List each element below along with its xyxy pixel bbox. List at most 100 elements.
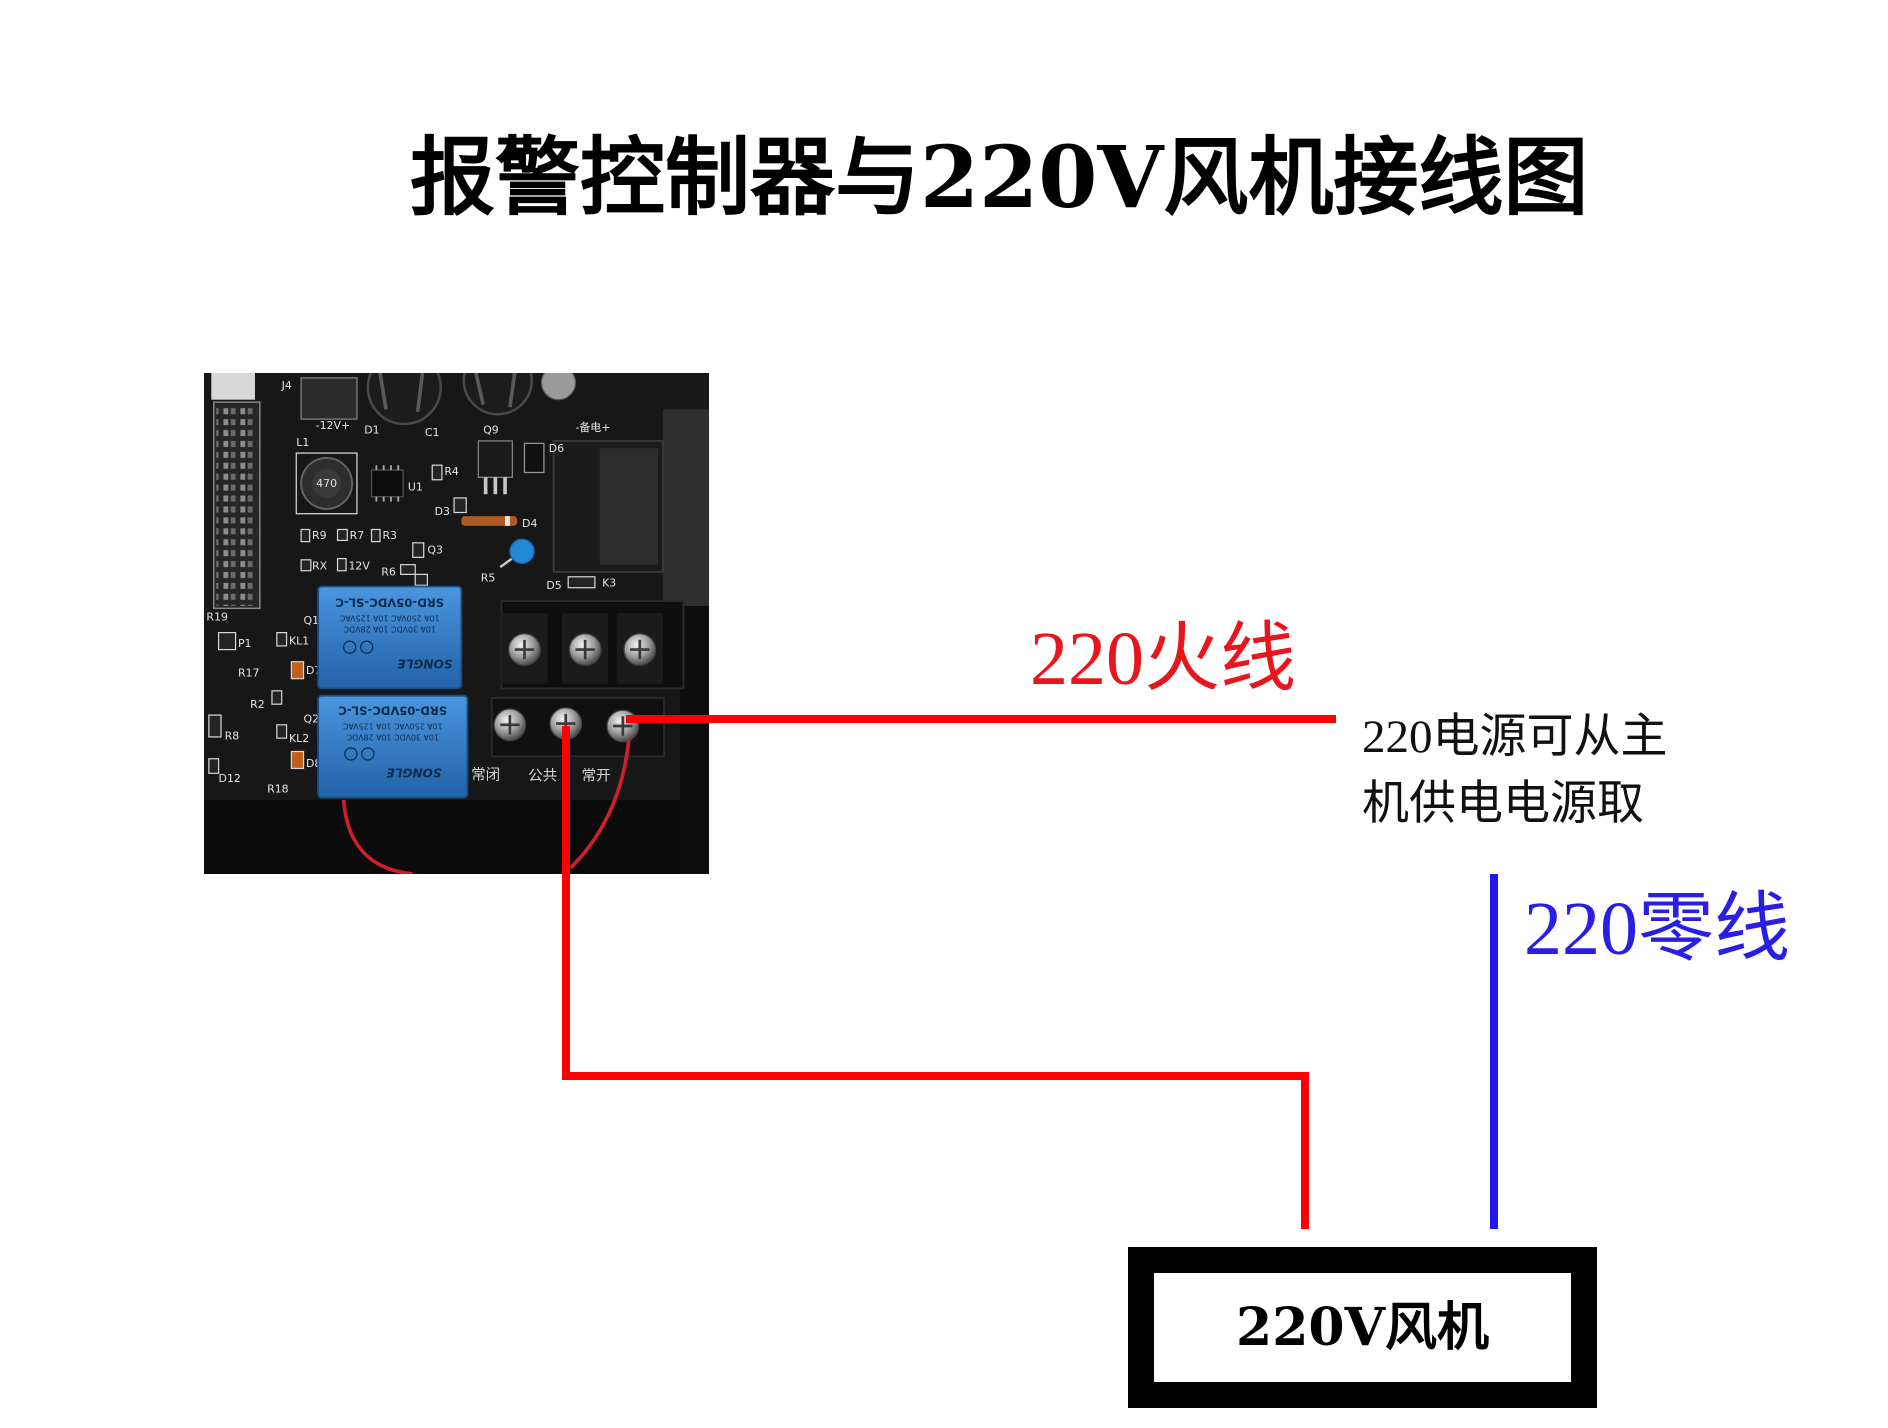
- inductor-marking: 470: [316, 477, 337, 490]
- relay-k3-face: [599, 448, 659, 565]
- relay-rating-ac: 10A 250VAC 10A 125VAC: [339, 614, 439, 623]
- relay-2: SONGLE 10A 30VDC 10A 28VDC 10A 250VAC 10…: [317, 694, 469, 799]
- ic-pins: [375, 465, 400, 502]
- led-d7: [290, 661, 305, 680]
- silkscreen-labels: -12V+ -备电+ J4 L1 D1 C1 Q9 D6 R4 U1 D3 D4…: [206, 379, 616, 796]
- terminal-label-nc: 常闭: [471, 766, 500, 783]
- silkscreen-label: R5: [481, 572, 496, 585]
- smd-component: [414, 573, 428, 586]
- power-source-note: 220电源可从主 机供电电源取: [1362, 704, 1668, 838]
- smd-component: [370, 528, 381, 543]
- silkscreen-label: Q2: [304, 712, 320, 725]
- certification-logo: [359, 640, 374, 654]
- power-note-line-2: 机供电电源取: [1362, 778, 1644, 830]
- certification-logo: [342, 640, 357, 654]
- silkscreen-label: -12V+: [316, 419, 350, 432]
- smd-component: [300, 559, 312, 572]
- diode-band: [505, 516, 510, 526]
- relay-markings: SONGLE 10A 30VDC 10A 28VDC 10A 250VAC 10…: [338, 704, 447, 780]
- capacitor-stripe: [378, 373, 425, 413]
- smd-component: [208, 758, 220, 774]
- silkscreen-label: RX: [312, 560, 328, 573]
- blue-component: [509, 538, 535, 565]
- certification-logo: [361, 747, 375, 761]
- silkscreen-label: C1: [425, 426, 440, 439]
- smd-component: [336, 557, 347, 572]
- relay-rating-dc: 10A 30VDC 10A 28VDC: [343, 625, 436, 634]
- diode-d3-d4: [461, 516, 518, 526]
- regulator-q9: [477, 440, 513, 478]
- capacitor-small: [540, 373, 577, 401]
- silkscreen-label: D6: [549, 442, 564, 455]
- casing-bottom: [204, 800, 709, 874]
- silkscreen-label: R2: [250, 698, 265, 711]
- component-d6: [523, 442, 545, 474]
- silkscreen-label: KL1: [289, 635, 309, 648]
- relay-rating-dc: 10A 30VDC 10A 28VDC: [346, 732, 439, 741]
- silkscreen-label: Q1: [304, 614, 320, 627]
- silkscreen-label: R9: [312, 529, 327, 542]
- fan-label: 220V风机: [1236, 1296, 1489, 1358]
- relay-body: [317, 585, 463, 690]
- silkscreen-label: KL2: [289, 732, 309, 745]
- pin-header-pins: [216, 404, 258, 606]
- board-wire: [341, 799, 413, 874]
- smd-component: [336, 528, 348, 542]
- silkscreen-label: K3: [602, 577, 616, 590]
- smd-component: [412, 542, 425, 558]
- regulator-legs: [483, 477, 507, 495]
- relay-1: SONGLE 10A 30VDC 10A 28VDC 10A 250VAC 10…: [317, 585, 463, 690]
- screw-slot: [575, 639, 595, 660]
- smd-component: [271, 690, 283, 705]
- led-d8: [290, 750, 305, 770]
- silkscreen-label: D12: [219, 772, 241, 785]
- silkscreen-label: R19: [206, 610, 228, 623]
- silkscreen-label: D5: [546, 579, 561, 592]
- terminal-label-com: 公共: [528, 768, 557, 785]
- live-wire-label: 220火线: [1030, 617, 1296, 701]
- terminal-label-no: 常开: [582, 768, 611, 785]
- smd-component: [400, 564, 416, 575]
- silkscreen-label: 12V: [348, 560, 370, 573]
- fan-box: 220V风机: [1128, 1247, 1597, 1408]
- silkscreen-label: R17: [238, 666, 259, 679]
- silkscreen-label: P1: [238, 637, 252, 650]
- smd-component: [567, 576, 596, 589]
- silkscreen-label: D4: [522, 517, 537, 530]
- top-connector: [211, 373, 255, 400]
- relay-model: SRD-05VDC-SL-C: [338, 704, 447, 718]
- relay-model: SRD-05VDC-SL-C: [335, 596, 444, 610]
- neutral-wire-label: 220零线: [1524, 887, 1790, 971]
- controller-board-photo: 470 -12V+ -备电+ J4 L1: [204, 373, 709, 874]
- smd-component: [300, 528, 311, 543]
- silkscreen-label: R3: [382, 529, 397, 542]
- inductor-core: [312, 468, 342, 498]
- silkscreen-label: Q9: [483, 424, 499, 437]
- silkscreen-label: R6: [381, 566, 396, 579]
- screw-slot: [630, 639, 650, 660]
- terminal-block-lower: [490, 697, 665, 758]
- relay-body: [317, 694, 469, 799]
- smd-component: [453, 497, 467, 514]
- power-note-line-1: 220电源可从主: [1362, 711, 1668, 763]
- silkscreen-label: R8: [225, 729, 240, 742]
- screw-slot: [500, 715, 520, 735]
- silkscreen-label: U1: [408, 481, 423, 494]
- smd-component: [276, 631, 288, 647]
- inductor-outline: [295, 452, 358, 515]
- terminal-block-upper: [500, 600, 685, 690]
- relay-markings: SONGLE 10A 30VDC 10A 28VDC 10A 250VAC 10…: [335, 596, 452, 671]
- relay-brand: SONGLE: [397, 656, 453, 670]
- silkscreen-label: L1: [296, 436, 309, 449]
- silkscreen-label: D3: [435, 505, 450, 518]
- ic-u1: [370, 469, 404, 498]
- relay-brand: SONGLE: [386, 765, 442, 779]
- smd-components: [208, 464, 596, 774]
- capacitor-stripe: [474, 373, 517, 408]
- relay-rating-ac: 10A 250VAC 10A 125VAC: [342, 722, 442, 731]
- smd-component: [276, 724, 288, 739]
- diagram-title: 报警控制器与220V风机接线图: [410, 128, 1589, 228]
- screw-slot: [514, 639, 535, 660]
- top-right-component: [662, 409, 709, 606]
- silkscreen-label: J4: [281, 379, 292, 392]
